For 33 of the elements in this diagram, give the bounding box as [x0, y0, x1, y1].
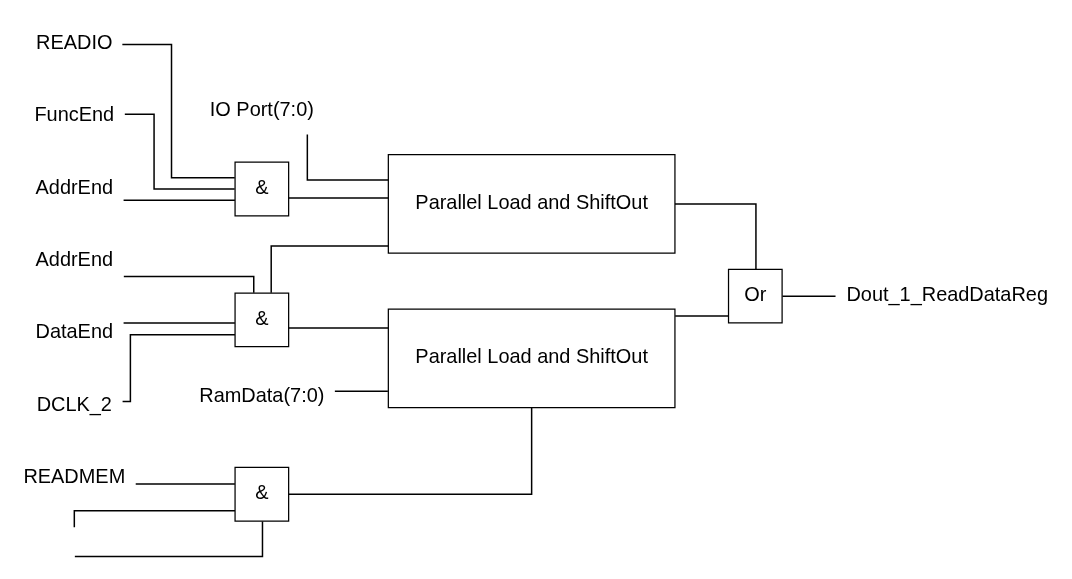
connector	[74, 520, 264, 558]
connector	[674, 203, 757, 270]
node-box: &	[234, 466, 290, 522]
node-box: Parallel Load and ShiftOut	[387, 308, 676, 409]
node-text: IO Port(7:0)	[209, 98, 314, 121]
connector	[287, 407, 533, 495]
connector	[122, 199, 236, 201]
node-box: Or	[727, 268, 783, 324]
connector	[124, 113, 236, 190]
connector	[121, 43, 236, 179]
connector	[270, 245, 389, 294]
connector	[73, 510, 236, 528]
node-text: FuncEnd	[34, 103, 115, 126]
node-text: READMEM	[23, 464, 126, 487]
connector	[781, 295, 837, 297]
node-text: Dout_1_ReadDataReg	[846, 282, 1049, 305]
connector	[306, 133, 390, 181]
connector	[123, 275, 255, 294]
node-box: &	[234, 161, 290, 217]
connector	[134, 483, 236, 485]
node-text: RamData(7:0)	[199, 383, 325, 406]
connector	[674, 315, 730, 317]
connector	[287, 197, 389, 199]
node-text: DataEnd	[35, 320, 114, 343]
node-box: Parallel Load and ShiftOut	[387, 154, 676, 254]
connector	[287, 327, 389, 329]
connector	[334, 390, 389, 392]
node-text: DCLK_2	[36, 392, 112, 415]
node-text: AddrEnd	[35, 175, 114, 198]
connector	[122, 322, 236, 324]
node-text: READIO	[36, 31, 113, 54]
node-text: AddrEnd	[35, 247, 114, 270]
node-box: &	[234, 292, 290, 348]
